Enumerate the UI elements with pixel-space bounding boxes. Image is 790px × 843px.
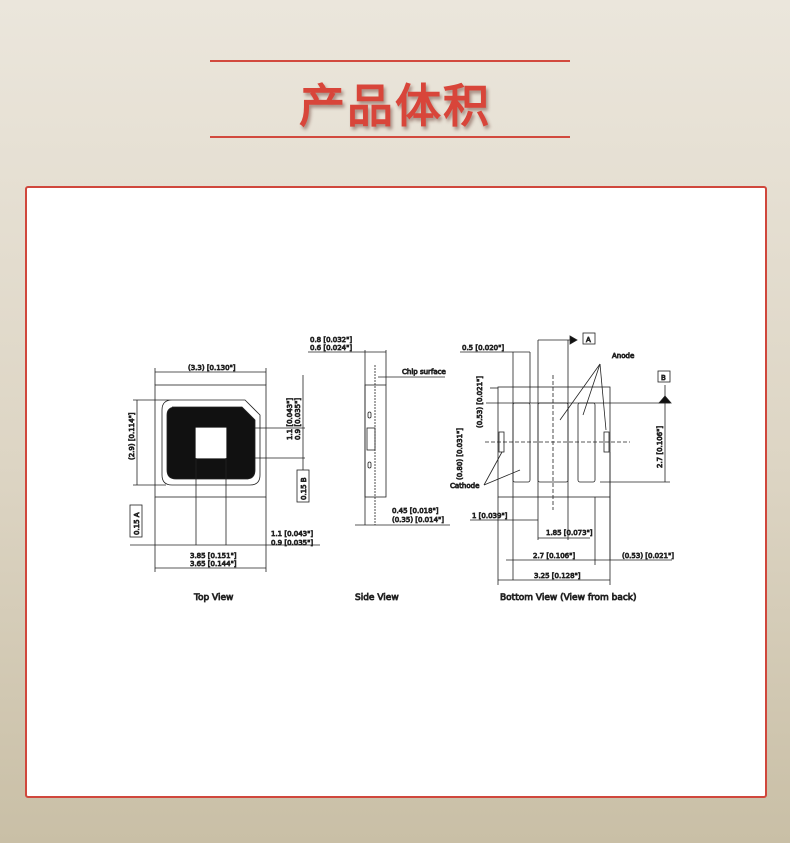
top-thk2-label: 0.9 [0.035"] [294, 398, 302, 440]
side-d2-label: 0.6 [0.024"] [310, 344, 352, 352]
page-title: 产品体积 [299, 79, 491, 133]
drawing-card [25, 186, 767, 798]
top-len2-label: 3.65 [0.144"] [190, 560, 237, 568]
anode-label: Anode [612, 352, 634, 360]
bottom-dim-325: 3.25 [0.128"] [534, 572, 581, 580]
bottom-top-dim: 0.5 [0.020"] [462, 344, 504, 352]
top-tol-a: 0.15 A [133, 512, 141, 535]
bottom-left-dim2: (0.80) [0.031"] [456, 428, 464, 480]
top-view-caption: Top View [193, 593, 233, 603]
bottom-dim-1: 1 [0.039"] [472, 512, 508, 520]
top-thk1-label: 1.1 [0.043"] [286, 398, 294, 440]
top-width-label: (3.3) [0.130"] [188, 364, 236, 372]
bottom-dim-185: 1.85 [0.073"] [546, 529, 593, 537]
top-tol-b: 0.15 B [300, 477, 308, 500]
bottom-view-caption: Bottom View (View from back) [500, 593, 637, 603]
chip-surface-label: Chip surface [402, 368, 446, 376]
datum-a-box [582, 332, 596, 345]
cathode-label: Cathode [450, 482, 479, 490]
side-d4-label: (0.35) [0.014"] [392, 516, 444, 524]
top-view: (3.3) [0.130"] (2.9) [0.114"] 1.1 [0.043… [128, 364, 320, 603]
title-rule-bottom [210, 136, 570, 138]
top-bot1-label: 1.1 [0.043"] [271, 530, 313, 538]
top-bot2-label: 0.9 [0.035"] [271, 539, 313, 547]
bottom-right-dim: 2.7 [0.106"] [656, 426, 664, 468]
side-d3-label: 0.45 [0.018"] [392, 507, 439, 515]
bottom-dim-27: 2.7 [0.106"] [533, 552, 575, 560]
top-height-label: (2.9) [0.114"] [128, 412, 136, 460]
title-rule-top [210, 60, 570, 62]
datum-a: A [586, 336, 591, 344]
side-view: 0.8 [0.032"] 0.6 [0.024"] Chip surface 0… [308, 336, 450, 603]
datum-b-box [657, 370, 671, 383]
datum-b: B [661, 374, 666, 382]
side-view-caption: Side View [355, 593, 399, 603]
bottom-view: A B 0.5 [0.020"] Anode Cathode (0.53) [0… [450, 332, 675, 603]
bottom-left-dim1: (0.53) [0.021"] [476, 376, 484, 428]
top-len1-label: 3.85 [0.151"] [190, 552, 237, 560]
bottom-dim-053: (0.53) [0.021"] [622, 552, 674, 560]
side-d1-label: 0.8 [0.032"] [310, 336, 352, 344]
